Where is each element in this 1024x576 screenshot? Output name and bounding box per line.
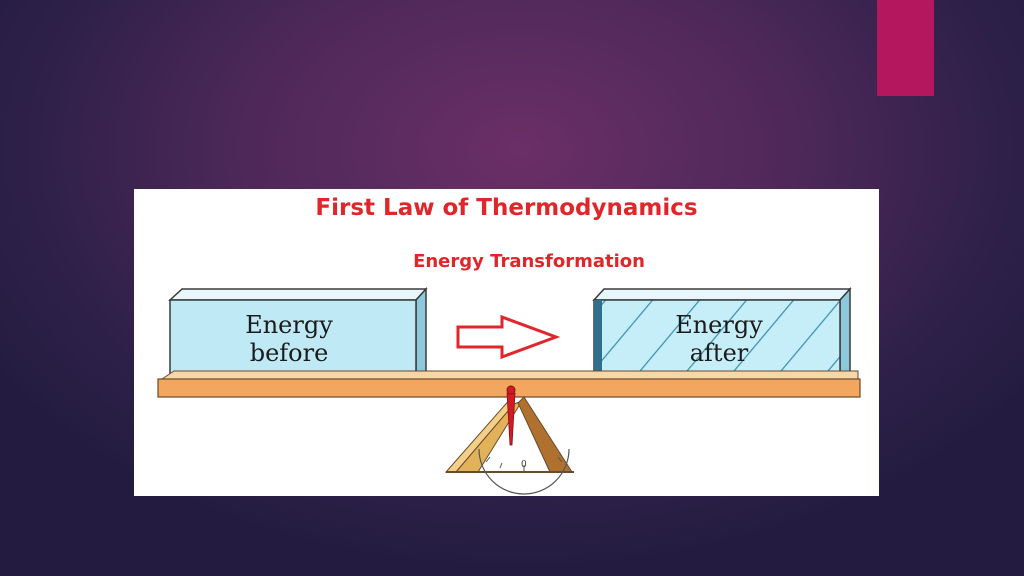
dial-zero-label: 0	[521, 460, 527, 470]
energy-before-label: Energy before	[174, 311, 404, 367]
right-arrow-icon	[456, 314, 561, 360]
fulcrum-stand	[444, 395, 574, 473]
figure-title: First Law of Thermodynamics	[315, 195, 698, 221]
thermodynamics-figure: 0 First Law of Thermodynamics Energy Tra…	[134, 189, 879, 496]
energy-before-line1: Energy	[245, 311, 333, 339]
accent-tab	[877, 0, 934, 96]
balance-diagram: 0	[157, 287, 861, 495]
energy-after-line1: Energy	[675, 311, 763, 339]
balance-pointer	[506, 385, 516, 446]
energy-before-box	[168, 287, 428, 381]
energy-after-label: Energy after	[604, 311, 834, 367]
energy-after-box	[592, 287, 852, 381]
energy-after-line2: after	[689, 339, 749, 367]
figure-subtitle: Energy Transformation	[413, 251, 645, 272]
energy-before-line2: before	[249, 339, 329, 367]
balance-dial: 0	[478, 448, 570, 495]
